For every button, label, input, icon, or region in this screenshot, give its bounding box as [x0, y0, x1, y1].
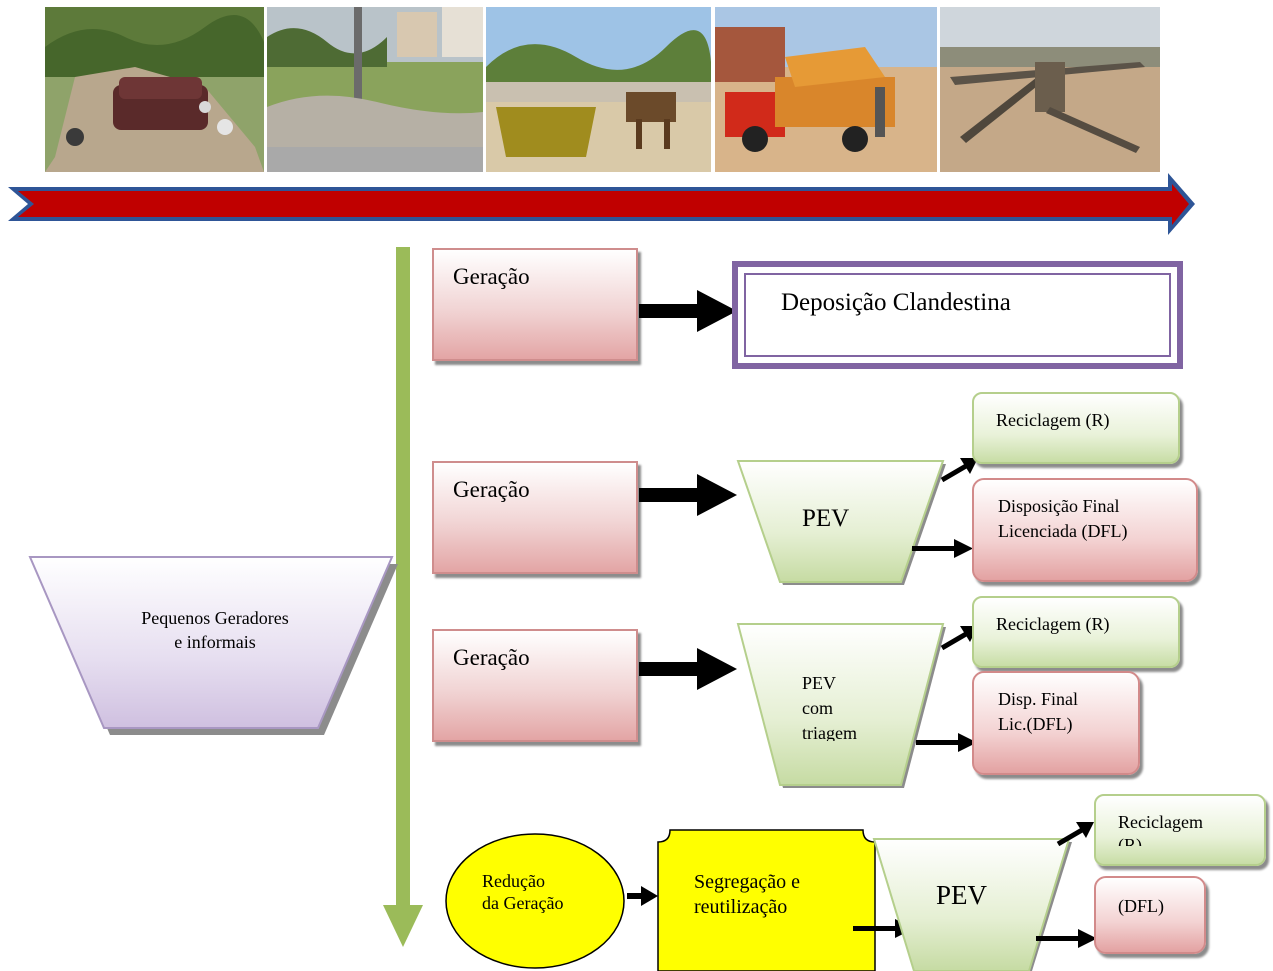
row3-arrow — [639, 648, 737, 690]
row4-pev-shape — [872, 838, 1072, 971]
clandestine-deposition-label: Deposição Clandestina — [781, 289, 1011, 316]
photo-skip-truck — [715, 7, 937, 172]
source-group-label: Pequenos Geradores e informais — [141, 608, 289, 653]
row4-final-disposal-box: (DFL) — [1094, 876, 1206, 954]
row4-recycling-label: Reciclagem (R) — [1118, 812, 1203, 846]
row3-generation-label: Geração — [453, 645, 530, 670]
row3-final-disposal-label: Disp. Final Lic.(DFL) — [998, 689, 1079, 735]
segregation-shape — [657, 829, 876, 971]
row2-arrow — [639, 474, 737, 516]
row3-pev-label-clip: PEV com triagem — [802, 671, 892, 741]
row2-arrow-disposal — [912, 539, 973, 558]
row3-pev-label: PEV com triagem — [802, 673, 857, 741]
row2-recycling-label: Reciclagem (R) — [996, 410, 1110, 430]
row4-recycling-box: Reciclagem (R) — [1094, 794, 1266, 866]
row3-generation-box: Geração — [432, 629, 638, 742]
row1-generation-box: Geração — [432, 248, 638, 361]
row3-recycling-box: Reciclagem (R) — [972, 596, 1180, 668]
source-group-shape — [28, 556, 398, 735]
row2-arrow-recycling — [940, 458, 978, 483]
row4-final-disposal-label: (DFL) — [1118, 896, 1164, 916]
photo-recycling-plant — [940, 7, 1160, 172]
photo-rubble-vacant-lot — [267, 7, 483, 172]
row1-arrow — [639, 290, 737, 332]
row2-final-disposal-box: Disposição Final Licenciada (DFL) — [972, 478, 1198, 582]
row2-pev-label: PEV — [802, 505, 850, 532]
row3-pev-shape — [736, 623, 946, 788]
row3-final-disposal-box: Disp. Final Lic.(DFL) — [972, 671, 1140, 775]
row3-recycling-label: Reciclagem (R) — [996, 614, 1110, 634]
vertical-flow-arrow — [383, 247, 423, 947]
row4-arrow-disposal — [1036, 929, 1097, 948]
row2-final-disposal-label: Disposição Final Licenciada (DFL) — [998, 496, 1128, 542]
clandestine-deposition-box: Deposição Clandestina — [732, 261, 1183, 369]
timeline-arrow — [8, 173, 1195, 235]
row1-generation-label: Geração — [453, 264, 530, 289]
photo-dumped-sofa-rubble — [45, 7, 264, 172]
row4-arrow-recycling — [1056, 822, 1094, 847]
row2-recycling-box: Reciclagem (R) — [972, 392, 1180, 464]
reduction-label: Redução da Geração — [482, 871, 564, 913]
reduction-ellipse — [445, 833, 625, 969]
photo-skip-and-cart-horse — [486, 7, 711, 172]
row2-pev-shape — [736, 460, 946, 585]
row4-arrow-reduction — [627, 886, 658, 906]
row2-generation-label: Geração — [453, 477, 530, 502]
segregation-label: Segregação e reutilização — [694, 871, 801, 918]
row2-generation-box: Geração — [432, 461, 638, 574]
row4-pev-label: PEV — [936, 880, 988, 910]
row3-arrow-disposal — [916, 733, 977, 752]
